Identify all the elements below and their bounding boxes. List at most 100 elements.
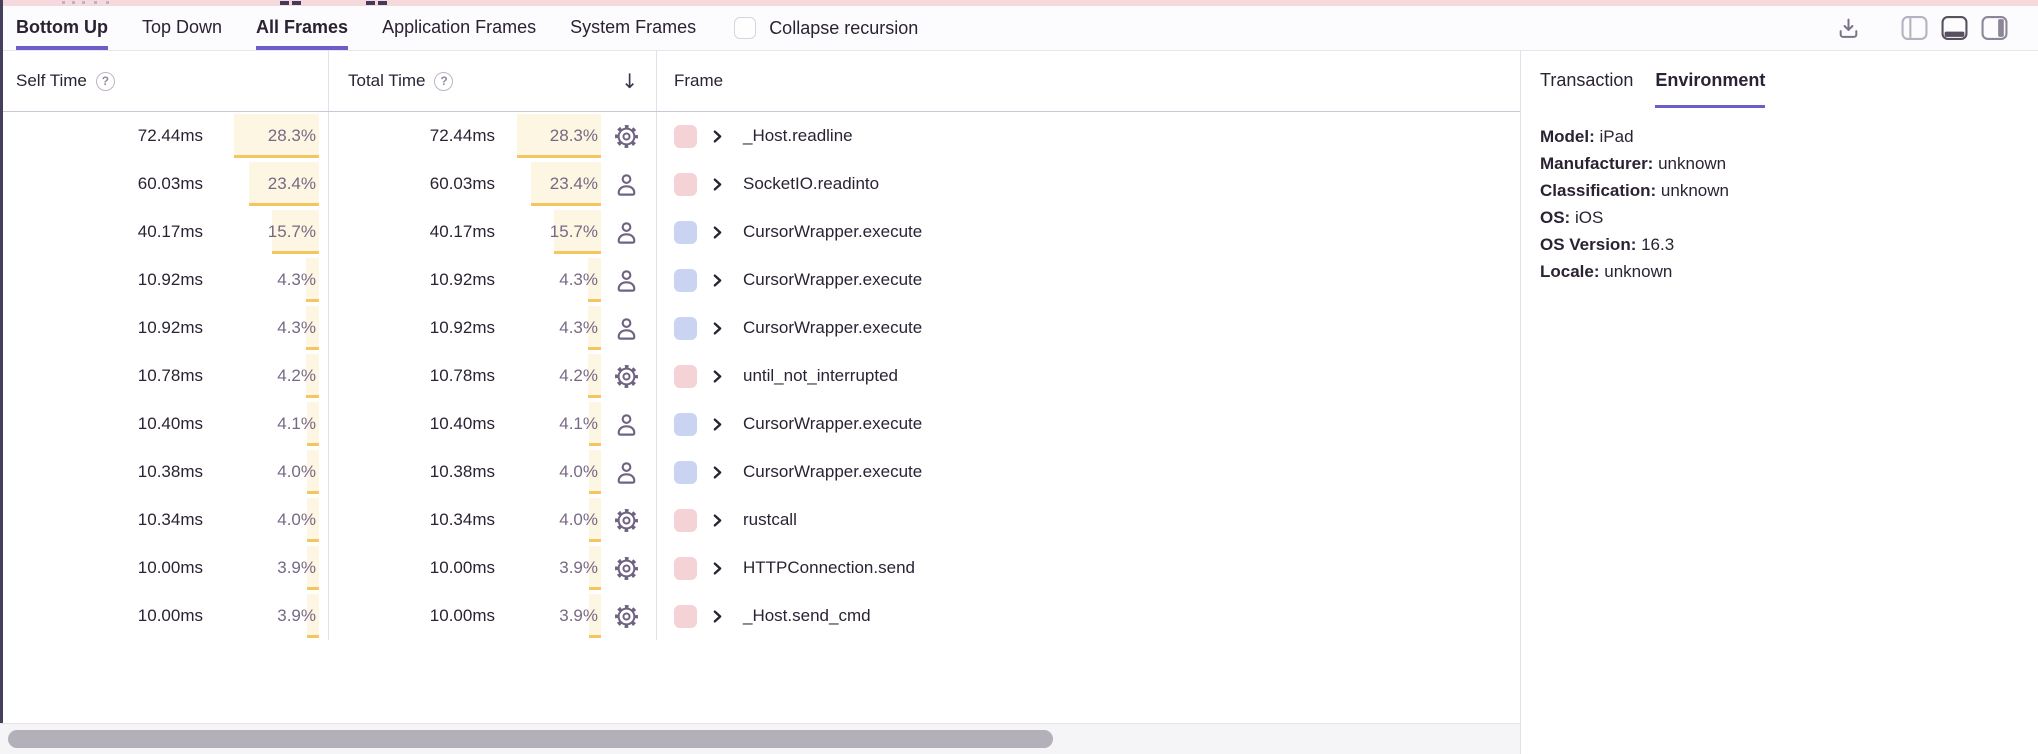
total-time-percent: 3.9% <box>559 606 598 625</box>
expand-chevron-icon[interactable] <box>711 273 724 288</box>
self-time-percent: 4.3% <box>277 270 316 289</box>
layout-left-icon[interactable] <box>1901 15 1928 41</box>
layout-bottom-icon[interactable] <box>1941 15 1968 41</box>
total-time-percent: 4.0% <box>559 510 598 529</box>
tab-environment[interactable]: Environment <box>1655 51 1766 108</box>
expand-chevron-icon[interactable] <box>711 465 724 480</box>
tab-all-frames[interactable]: All Frames <box>256 6 349 50</box>
table-empty-space <box>0 640 1520 723</box>
total-time-value: 10.92ms <box>429 270 495 289</box>
frame-name: until_not_interrupted <box>743 366 899 385</box>
flamegraph-edge[interactable] <box>0 0 2038 6</box>
frame-color-swatch <box>674 508 697 532</box>
user-icon[interactable] <box>613 315 640 342</box>
percent-bar <box>589 450 601 494</box>
table-row[interactable]: 10.40ms 4.1% 10.40ms 4.1% CursorWrapper.… <box>0 400 1520 448</box>
tab-bottom-up[interactable]: Bottom Up <box>16 6 108 50</box>
table-row[interactable]: 10.78ms 4.2% 10.78ms 4.2% until_not_inte… <box>0 352 1520 400</box>
detail-label: Locale: <box>1540 262 1600 281</box>
tab-top-down[interactable]: Top Down <box>141 17 223 37</box>
horizontal-scrollbar[interactable] <box>0 723 1520 754</box>
table-row[interactable]: 10.92ms 4.3% 10.92ms 4.3% CursorWrapper.… <box>0 256 1520 304</box>
user-icon[interactable] <box>613 459 640 486</box>
total-time-percent-cell: 4.3% <box>517 306 601 350</box>
table-row[interactable]: 10.38ms 4.0% 10.38ms 4.0% CursorWrapper.… <box>0 448 1520 496</box>
table-row[interactable]: 40.17ms 15.7% 40.17ms 15.7% CursorWrappe… <box>0 208 1520 256</box>
user-icon[interactable] <box>613 171 640 198</box>
help-icon[interactable]: ? <box>434 71 454 91</box>
detail-value: 16.3 <box>1636 235 1675 254</box>
self-time-column-header[interactable]: Self Time ? <box>0 51 329 111</box>
total-time-value: 10.92ms <box>429 318 495 337</box>
table-row[interactable]: 10.92ms 4.3% 10.92ms 4.3% CursorWrapper.… <box>0 304 1520 352</box>
collapse-recursion-checkbox[interactable] <box>734 17 757 39</box>
percent-bar <box>234 114 319 158</box>
frame-name: CursorWrapper.execute <box>743 270 923 289</box>
frame-color-swatch <box>674 556 697 580</box>
scrollbar-thumb[interactable] <box>8 730 1053 748</box>
total-time-column-header[interactable]: Total Time ? ↓ <box>329 51 657 111</box>
expand-chevron-icon[interactable] <box>711 513 724 528</box>
self-time-value: 10.92ms <box>137 270 203 289</box>
tab-application-frames[interactable]: Application Frames <box>382 17 537 37</box>
table-header: Self Time ? Total Time ? ↓ Frame <box>0 51 1520 112</box>
gear-icon[interactable] <box>613 363 640 390</box>
total-time-percent: 23.4% <box>549 174 598 193</box>
download-icon[interactable] <box>1836 6 1861 50</box>
sort-descending-icon[interactable]: ↓ <box>621 69 638 93</box>
user-icon[interactable] <box>613 411 640 438</box>
self-time-value: 10.92ms <box>137 318 203 337</box>
expand-chevron-icon[interactable] <box>711 177 724 192</box>
gear-icon[interactable] <box>613 123 640 150</box>
tab-transaction[interactable]: Transaction <box>1540 70 1634 90</box>
percent-bar <box>306 354 319 398</box>
expand-chevron-icon[interactable] <box>711 561 724 576</box>
gear-icon[interactable] <box>613 555 640 582</box>
frame-color-swatch <box>674 172 697 196</box>
table-row[interactable]: 72.44ms 28.3% 72.44ms 28.3% _Host.readli… <box>0 112 1520 160</box>
gear-icon[interactable] <box>613 507 640 534</box>
collapse-recursion-control[interactable]: Collapse recursion <box>734 6 918 50</box>
expand-chevron-icon[interactable] <box>711 369 724 384</box>
frame-name: SocketIO.readinto <box>743 174 880 193</box>
total-time-percent-cell: 4.1% <box>517 402 601 446</box>
self-time-percent: 28.3% <box>267 126 316 145</box>
total-time-value: 10.38ms <box>429 462 495 481</box>
frame-color-swatch <box>674 124 697 148</box>
tab-system-frames[interactable]: System Frames <box>570 17 697 37</box>
table-row[interactable]: 10.00ms 3.9% 10.00ms 3.9% HTTPConnection… <box>0 544 1520 592</box>
layout-right-icon[interactable] <box>1981 15 2008 41</box>
table-row[interactable]: 10.00ms 3.9% 10.00ms 3.9% _Host.send_cmd <box>0 592 1520 640</box>
self-time-percent: 23.4% <box>267 174 316 193</box>
total-time-percent: 3.9% <box>559 558 598 577</box>
self-time-percent-cell: 15.7% <box>223 210 319 254</box>
gear-icon[interactable] <box>613 603 640 630</box>
percent-bar <box>248 162 319 206</box>
view-tabs: Bottom Up Top Down <box>16 6 222 50</box>
frame-header-label: Frame <box>674 71 724 90</box>
user-icon[interactable] <box>613 219 640 246</box>
percent-bar <box>306 402 319 446</box>
frame-name: CursorWrapper.execute <box>743 222 923 241</box>
table-row[interactable]: 10.34ms 4.0% 10.34ms 4.0% rustcall <box>0 496 1520 544</box>
expand-chevron-icon[interactable] <box>711 129 724 144</box>
self-time-value: 10.34ms <box>137 510 203 529</box>
expand-chevron-icon[interactable] <box>711 225 724 240</box>
percent-bar <box>307 498 319 542</box>
frame-name: CursorWrapper.execute <box>743 318 923 337</box>
detail-line: OS: iOS <box>1540 204 2038 231</box>
self-time-percent-cell: 4.3% <box>223 258 319 302</box>
self-time-percent-cell: 3.9% <box>223 546 319 590</box>
expand-chevron-icon[interactable] <box>711 609 724 624</box>
detail-label: Manufacturer: <box>1540 154 1654 173</box>
help-icon[interactable]: ? <box>95 71 115 91</box>
percent-bar <box>530 162 601 206</box>
table-row[interactable]: 60.03ms 23.4% 60.03ms 23.4% SocketIO.rea… <box>0 160 1520 208</box>
frame-name: _Host.send_cmd <box>743 606 871 625</box>
total-time-value: 40.17ms <box>429 222 495 241</box>
frame-color-swatch <box>674 220 697 244</box>
user-icon[interactable] <box>613 267 640 294</box>
expand-chevron-icon[interactable] <box>711 417 724 432</box>
expand-chevron-icon[interactable] <box>711 321 724 336</box>
frame-column-header[interactable]: Frame <box>657 51 1520 111</box>
